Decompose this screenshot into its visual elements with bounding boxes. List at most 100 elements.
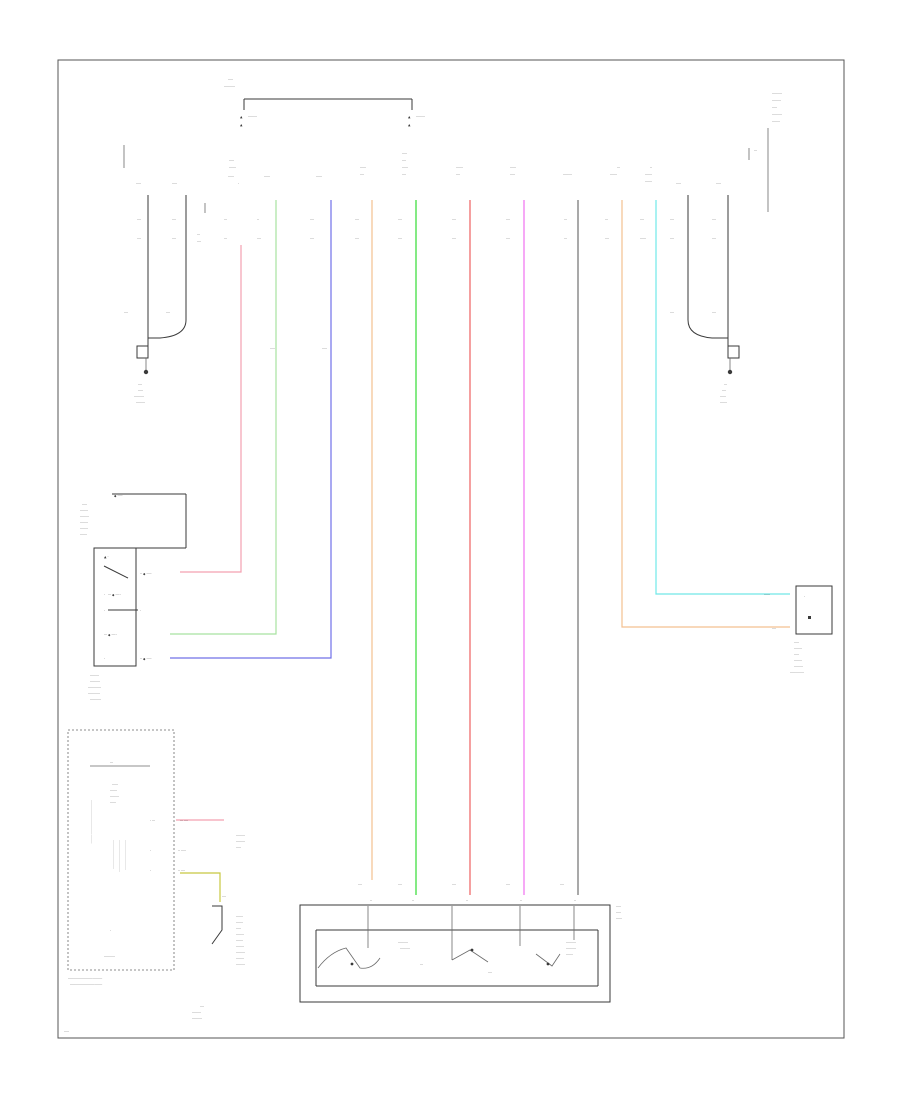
svg-text:·: · — [104, 657, 105, 661]
svg-text:·····: ····· — [676, 182, 681, 186]
svg-text:·····: ····· — [716, 182, 721, 186]
svg-text:···: ··· — [564, 218, 567, 222]
svg-text:····: ···· — [456, 173, 460, 177]
svg-text:▲: ▲ — [408, 123, 411, 127]
svg-text:····: ···· — [402, 159, 406, 163]
svg-text:·· ◆ ·····: ·· ◆ ····· — [140, 657, 152, 661]
svg-text:···: ··· — [224, 218, 227, 222]
svg-text:····: ···· — [200, 1005, 204, 1009]
svg-text:····: ···· — [452, 883, 456, 887]
svg-text:······: ······ — [316, 175, 322, 179]
svg-text:····: ···· — [197, 240, 201, 244]
svg-text:··········: ·········· — [192, 1017, 202, 1021]
splice-label: ····· — [322, 347, 327, 351]
svg-text:··: ·· — [257, 218, 259, 222]
svg-text:···: ··· — [605, 218, 608, 222]
svg-text:▲: ▲ — [240, 123, 243, 127]
svg-text:········: ········ — [794, 659, 802, 663]
svg-text:·········: ········· — [248, 115, 257, 119]
svg-text:····: ···· — [310, 218, 314, 222]
svg-text:··: ·· — [520, 899, 522, 903]
svg-text:·····: ····· — [229, 159, 234, 163]
svg-text:·· ◆ ·····: ·· ◆ ····· — [140, 572, 152, 576]
svg-text:··: ·· — [574, 899, 576, 903]
svg-text:·········: ········· — [236, 951, 245, 955]
svg-text:······: ······ — [228, 175, 234, 179]
svg-text:·······: ······· — [566, 953, 573, 957]
svg-text:·····: ····· — [794, 641, 799, 645]
svg-text:··········: ·········· — [398, 941, 408, 945]
svg-text:·········: ········· — [136, 401, 145, 405]
svg-text:··: ·· — [466, 899, 468, 903]
svg-text:····: ···· — [670, 218, 674, 222]
svg-text:·····: ····· — [82, 503, 87, 507]
svg-text:····: ···· — [506, 883, 510, 887]
svg-text:············: ············ — [88, 692, 100, 696]
ground-icon — [143, 369, 149, 375]
switch-module: ◆ ····· ····· ········ ········· ·······… — [80, 493, 187, 702]
switch-cluster: ···· ···· ···· ···· ···· ·· ·· ·· ·· ·· … — [299, 883, 622, 1003]
svg-text:·········: ········· — [110, 795, 119, 799]
svg-text:······: ······ — [360, 166, 366, 170]
svg-text:·········: ········· — [192, 1011, 201, 1015]
svg-text:·······: ······· — [610, 173, 617, 177]
svg-text:··········: ·········· — [566, 941, 576, 945]
svg-text:·······: ······· — [236, 915, 243, 919]
svg-text:······: ······ — [264, 175, 270, 179]
svg-text:······: ······ — [510, 166, 516, 170]
svg-text:······························: ································ — [117, 840, 121, 872]
svg-text:·····: ····· — [138, 389, 143, 393]
svg-text:·: · — [110, 929, 111, 933]
svg-text:····: ···· — [172, 237, 176, 241]
svg-text:··········: ·········· — [772, 113, 782, 117]
svg-text:····: ···· — [712, 237, 716, 241]
svg-text:····: ···· — [222, 895, 226, 899]
svg-text:····: ···· — [772, 627, 776, 631]
svg-text:····: ···· — [257, 237, 261, 241]
svg-text:····: ···· — [506, 218, 510, 222]
svg-text:···: ··· — [420, 963, 423, 967]
svg-text:···: ··· — [724, 383, 727, 387]
svg-text:·····: ····· — [228, 78, 233, 82]
svg-text:·········: ········· — [772, 99, 781, 103]
svg-text:▲: ▲ — [240, 115, 243, 119]
svg-text:····: ···· — [506, 237, 510, 241]
wire-blue — [170, 200, 332, 659]
wire-pink — [180, 245, 242, 573]
svg-text:·······: ······· — [456, 166, 463, 170]
svg-text:······························: ·································· — [68, 977, 102, 981]
svg-text:·····························: ····························· — [111, 840, 115, 869]
svg-text:······························: ········································… — [89, 800, 93, 844]
svg-text:····: ···· — [488, 971, 492, 975]
svg-text:····: ···· — [355, 218, 359, 222]
svg-text:······························: ······························ — [123, 840, 127, 870]
svg-text:··: ·· — [650, 166, 652, 170]
svg-text:··············: ·············· — [790, 671, 804, 675]
svg-text:····: ···· — [402, 173, 406, 177]
svg-text:·······: ······· — [645, 180, 652, 184]
svg-text:······························: ································ — [70, 983, 102, 987]
svg-text:····: ···· — [138, 383, 142, 387]
svg-text:···: ··· — [617, 166, 620, 170]
svg-text:·· ····: ·· ···· — [178, 869, 185, 873]
svg-text:·········: ········· — [80, 515, 89, 519]
svg-text:·········: ········· — [794, 665, 803, 669]
svg-text:··········: ·········· — [400, 947, 410, 951]
svg-text:·····: ····· — [772, 106, 777, 110]
svg-text:····: ···· — [452, 237, 456, 241]
ground-icon — [727, 369, 733, 375]
svg-text:····: ···· — [355, 237, 359, 241]
svg-text:······: ······ — [112, 783, 118, 787]
svg-text:▲ ·: ▲ · — [104, 555, 108, 559]
svg-text:···: ··· — [110, 761, 113, 765]
svg-text:····: ···· — [124, 311, 128, 315]
svg-text:·········: ········· — [90, 674, 99, 678]
svg-text:····: ···· — [137, 218, 141, 222]
svg-text:········: ········ — [80, 521, 88, 525]
svg-text:···: ··· — [152, 819, 155, 823]
svg-text:····: ···· — [398, 218, 402, 222]
svg-text:········: ········ — [80, 509, 88, 513]
svg-text:········: ········ — [80, 527, 88, 531]
svg-text:····: ···· — [712, 311, 716, 315]
svg-text:········: ········ — [236, 933, 244, 937]
